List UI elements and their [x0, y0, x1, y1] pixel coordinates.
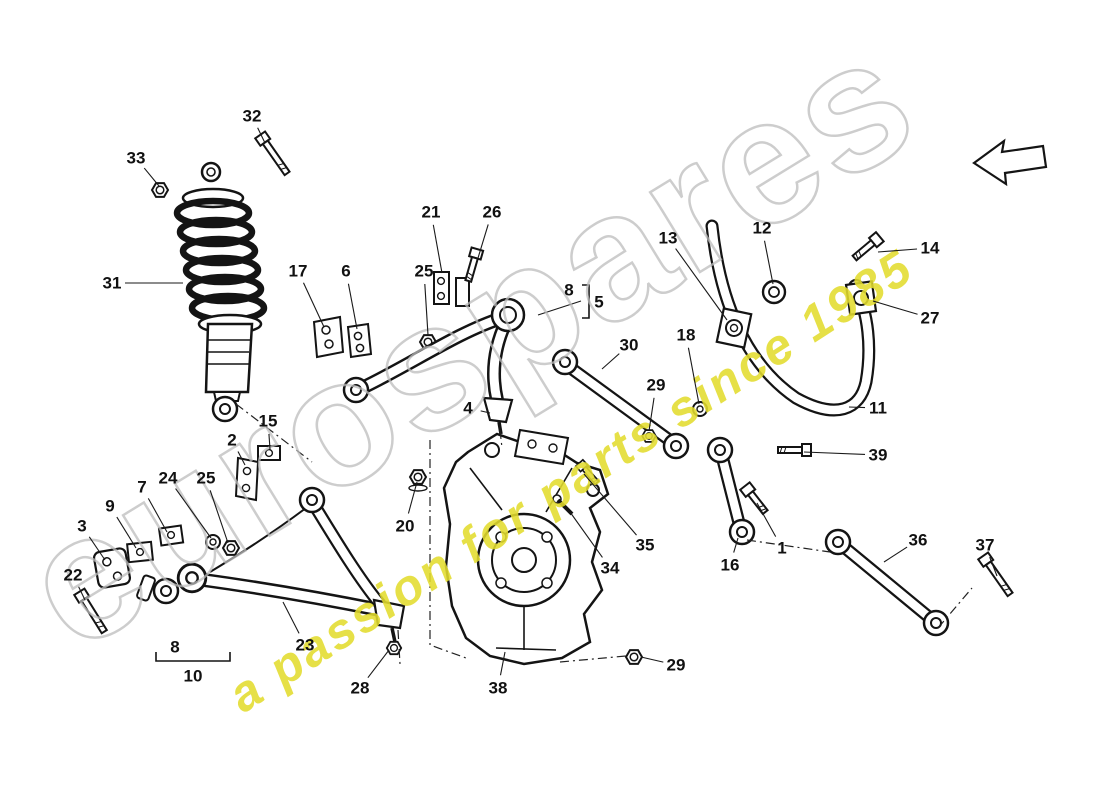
- plate-21-hole: [436, 276, 446, 286]
- lower-wishbone: [176, 486, 406, 643]
- direction-arrow-icon: [972, 138, 1048, 187]
- hub-bolt-hole: [495, 531, 507, 543]
- callout-6[interactable]: 6: [341, 261, 351, 281]
- callout-24[interactable]: 24: [158, 468, 178, 488]
- shock-absorber: [173, 161, 268, 423]
- callout-21[interactable]: 21: [421, 202, 441, 222]
- callout-14[interactable]: 14: [920, 238, 940, 258]
- upper-wishbone: [342, 297, 526, 435]
- bracket-6-hole: [355, 343, 365, 353]
- callout-15[interactable]: 15: [258, 411, 278, 431]
- hub-bolt-hole: [541, 577, 553, 589]
- callout-8a[interactable]: 8: [564, 280, 574, 300]
- callout-31[interactable]: 31: [102, 273, 122, 293]
- lower-balljoint-housing: [372, 598, 406, 630]
- callout-10[interactable]: 10: [183, 666, 203, 686]
- callout-27[interactable]: 27: [920, 308, 940, 328]
- callout-7[interactable]: 7: [137, 477, 147, 497]
- callout-2[interactable]: 2: [227, 430, 237, 450]
- trailing-rod-rear-bushing: [922, 609, 950, 637]
- callout-33[interactable]: 33: [126, 148, 146, 168]
- callout-22[interactable]: 22: [63, 565, 83, 585]
- clamp-27: [844, 280, 878, 316]
- callout-1[interactable]: 1: [777, 538, 787, 558]
- callout-25b[interactable]: 25: [196, 468, 216, 488]
- callout-29b[interactable]: 29: [666, 655, 686, 675]
- callout-30[interactable]: 30: [619, 335, 639, 355]
- nut-29-lower: [625, 649, 643, 665]
- callout-29a[interactable]: 29: [646, 375, 666, 395]
- trailing-rod-front-bushing: [824, 528, 852, 556]
- plate-21-hole: [436, 291, 446, 301]
- callout-39[interactable]: 39: [868, 445, 888, 465]
- hub-bolt-hole: [541, 531, 553, 543]
- callout-8b[interactable]: 8: [170, 637, 180, 657]
- leader-line-5: [537, 300, 582, 316]
- callout-32[interactable]: 32: [242, 106, 262, 126]
- hub-bore-inner: [511, 547, 537, 573]
- flange-hole: [548, 443, 558, 453]
- plate-7-hole: [166, 530, 176, 540]
- callout-34[interactable]: 34: [600, 558, 620, 578]
- stabilizer-link-upper-eye: [706, 436, 734, 464]
- bracket-2: [234, 456, 260, 502]
- bracket-15-hole: [264, 448, 274, 458]
- callout-16[interactable]: 16: [720, 555, 740, 575]
- callout-37[interactable]: 37: [975, 535, 995, 555]
- coil-spring: [173, 197, 268, 324]
- bolt-39: [777, 443, 812, 457]
- callout-28[interactable]: 28: [350, 678, 370, 698]
- bracket-2-hole: [241, 483, 251, 493]
- knuckle-top-flange: [513, 428, 570, 466]
- callout-9[interactable]: 9: [105, 496, 115, 516]
- callout-36[interactable]: 36: [908, 530, 928, 550]
- nut-33: [151, 182, 169, 198]
- callout-3[interactable]: 3: [77, 516, 87, 536]
- callout-11[interactable]: 11: [869, 398, 887, 418]
- shock-top-mount-hole: [206, 167, 216, 177]
- lower-balljoint-stud: [390, 627, 397, 643]
- bracket-2-hole: [242, 466, 252, 476]
- callout-4[interactable]: 4: [463, 398, 473, 418]
- bolt-32: [254, 130, 294, 178]
- toe-link-30: [551, 348, 690, 460]
- callout-17[interactable]: 17: [288, 261, 308, 281]
- callout-18[interactable]: 18: [676, 325, 696, 345]
- lower-wishbone-brace: [209, 507, 307, 573]
- bracket-6: [346, 322, 373, 359]
- callout-20[interactable]: 20: [395, 516, 415, 536]
- knuckle-rib: [469, 467, 503, 511]
- hub-bolt-hole: [495, 577, 507, 589]
- knuckle-upper-hole: [484, 442, 500, 458]
- bolt-37: [977, 551, 1017, 599]
- group-bracket-8-5: [582, 284, 590, 319]
- plate-9-hole: [135, 547, 145, 557]
- bracket-17-hole: [324, 339, 334, 349]
- stud-34: [552, 494, 574, 516]
- trailing-rod-36: [824, 528, 950, 637]
- group-bracket-8-10: [155, 652, 231, 662]
- knuckle-rib: [545, 467, 573, 513]
- callout-35[interactable]: 35: [635, 535, 655, 555]
- bracket-17-hole: [321, 325, 331, 335]
- stabilizer-link-16: [706, 436, 756, 546]
- callout-13[interactable]: 13: [658, 228, 678, 248]
- bolt-1: [739, 481, 771, 517]
- bushing-sleeve-10: [136, 574, 156, 602]
- callout-12[interactable]: 12: [752, 218, 772, 238]
- plate-26-washer: [455, 277, 470, 307]
- wheel-carrier-38: [442, 428, 610, 666]
- flange-hole: [527, 439, 537, 449]
- callout-38[interactable]: 38: [488, 678, 508, 698]
- callout-25a[interactable]: 25: [414, 261, 434, 281]
- damper-body: [204, 322, 254, 394]
- callout-23[interactable]: 23: [295, 635, 315, 655]
- callout-5[interactable]: 5: [594, 292, 604, 312]
- callout-26[interactable]: 26: [482, 202, 502, 222]
- bracket-6-hole: [353, 331, 363, 341]
- assembly-dashed-lines: [235, 403, 973, 665]
- knuckle-foot-line: [495, 647, 557, 651]
- bushing-12: [761, 279, 787, 305]
